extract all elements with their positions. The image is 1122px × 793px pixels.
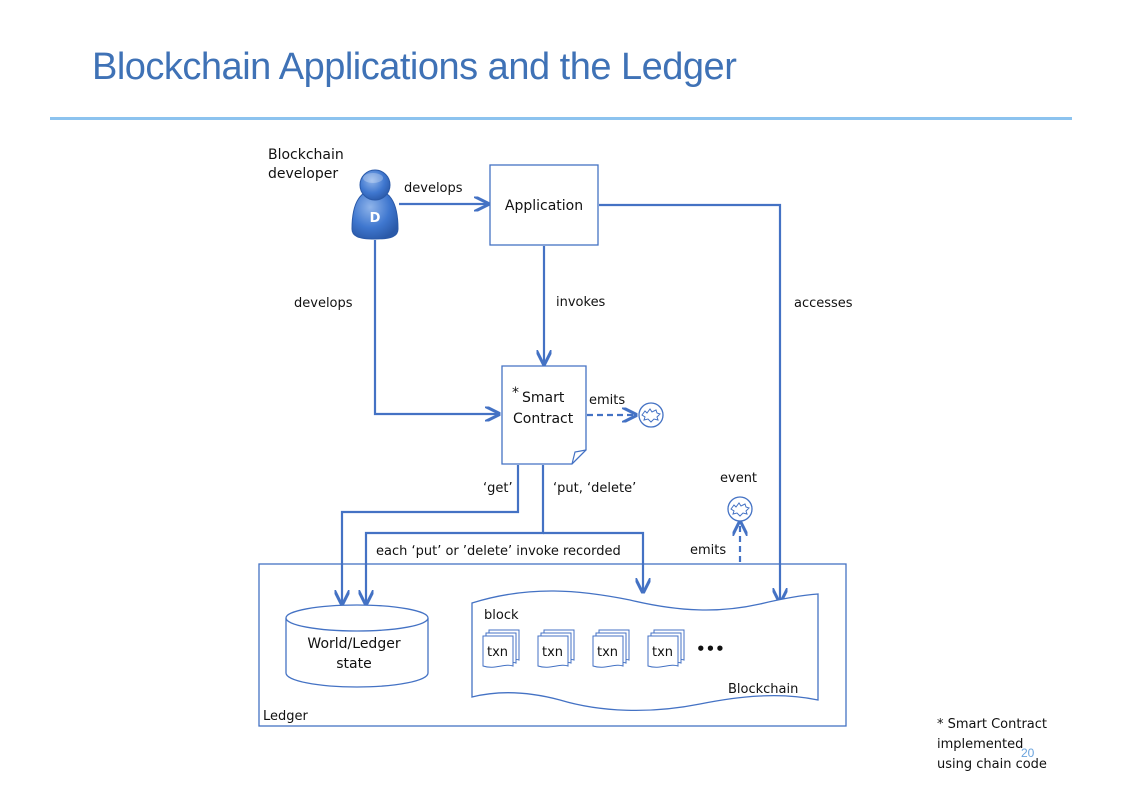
world-state-label-line1: World/Ledger [307,636,400,652]
world-state-label-line2: state [336,656,371,672]
event-icon [638,402,664,428]
event-label: event [720,471,757,486]
each-recorded-label: each ‘put’ or ’delete’ invoke recorded [376,544,621,559]
put-delete-blockchain-arrow [543,531,643,592]
smart-contract-asterisk: * [512,385,519,401]
txn-label: txn [487,645,508,660]
put-delete-label: ‘put, ‘delete’ [553,481,636,496]
txn-label: txn [652,645,673,660]
txn-stack[interactable]: txn [537,629,575,668]
put-delete-state-arrow [366,465,545,604]
smart-contract-label-line1: Smart [522,390,565,406]
block-label: block [484,608,519,623]
footnote-line2: implemented [937,737,1023,752]
page-number: 20 [1021,746,1035,760]
txn-stack[interactable]: txn [647,629,685,668]
title-divider [50,117,1072,120]
application-node[interactable] [489,164,599,246]
txn-page [537,635,569,668]
world-state-node[interactable] [285,604,429,688]
more-txns-ellipsis: ••• [696,640,725,658]
application-label: Application [505,198,583,214]
get-label: ‘get’ [483,481,513,496]
slide-title: Blockchain Applications and the Ledger [92,46,737,88]
blockchain-label: Blockchain [728,682,798,697]
txn-label: txn [542,645,563,660]
txn-stack[interactable]: txn [482,629,520,668]
accesses-arrow [599,203,780,602]
developer-badge: D [370,211,381,226]
develops-contract-arrow [373,240,499,414]
ledger-container[interactable] [258,563,847,727]
txn-list: txn txn txn txn [482,629,685,668]
develops-app-label: develops [404,181,463,196]
txn-page [647,635,679,668]
event-icon [727,496,753,522]
contract-emits-label: emits [589,393,625,408]
blockchain-node[interactable] [471,590,819,712]
smart-contract-node[interactable] [501,365,587,465]
page-fold-icon [571,449,587,465]
invokes-label: invokes [556,295,606,310]
accesses-label: accesses [794,296,853,311]
develops-contract-label: develops [294,296,353,311]
footnote-line1: * Smart Contract [937,717,1047,732]
get-arrow [342,465,520,604]
footnote-line3: using chain code [937,757,1047,772]
blockchain-emits-label: emits [690,543,726,558]
developer-label-line2: developer [268,166,338,182]
ledger-label: Ledger [263,709,309,724]
developer-label-line1: Blockchain [268,147,344,163]
txn-label: txn [597,645,618,660]
txn-page [482,635,514,668]
smart-contract-label-line2: Contract [513,411,574,427]
person-icon: D [351,169,399,240]
txn-page [592,635,624,668]
txn-stack[interactable]: txn [592,629,630,668]
